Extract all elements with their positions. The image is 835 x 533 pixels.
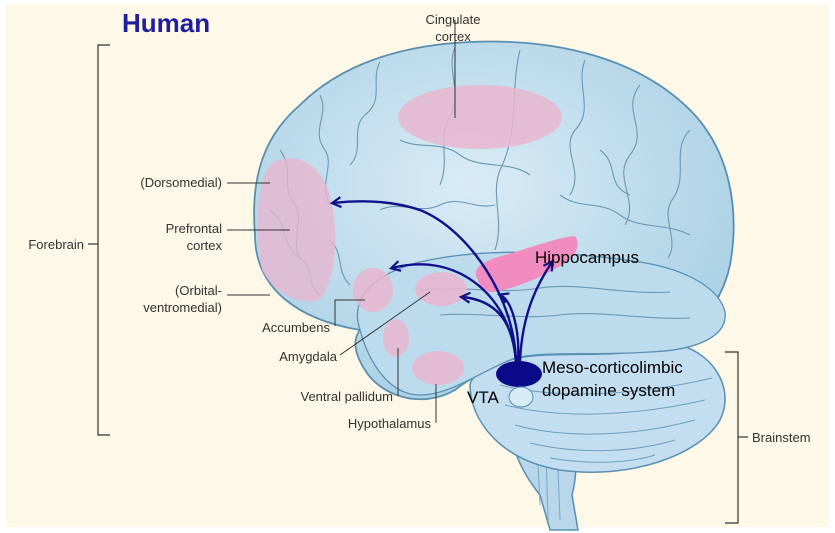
label-accumbens: Accumbens xyxy=(262,320,330,335)
label-brainstem: Brainstem xyxy=(752,430,811,445)
midbrain-marker xyxy=(509,387,533,407)
accumbens-region xyxy=(353,268,393,312)
label-prefrontal-line2: cortex xyxy=(187,238,223,253)
label-cingulate-line2: cortex xyxy=(435,29,471,44)
cingulate-region xyxy=(398,85,562,149)
vta-nucleus xyxy=(496,361,542,387)
ventral-pallidum-region xyxy=(383,319,409,357)
label-meso-line1: Meso-corticolimbic xyxy=(542,358,683,377)
label-prefrontal-line1: Prefrontal xyxy=(166,221,222,236)
label-vta: VTA xyxy=(467,388,499,407)
diagram-title: Human xyxy=(122,8,210,38)
label-orbital-line2: ventromedial) xyxy=(143,300,222,315)
label-amygdala: Amygdala xyxy=(279,349,338,364)
hypothalamus-region xyxy=(412,351,464,385)
label-orbital-line1: (Orbital- xyxy=(175,283,222,298)
label-forebrain: Forebrain xyxy=(28,237,84,252)
amygdala-region xyxy=(415,272,467,306)
label-hypothalamus: Hypothalamus xyxy=(348,416,432,431)
label-hippocampus: Hippocampus xyxy=(535,248,639,267)
label-meso-line2: dopamine system xyxy=(542,381,675,400)
label-cingulate-line1: Cingulate xyxy=(426,12,481,27)
label-ventral-pallidum: Ventral pallidum xyxy=(301,389,394,404)
label-dorsomedial: (Dorsomedial) xyxy=(140,175,222,190)
